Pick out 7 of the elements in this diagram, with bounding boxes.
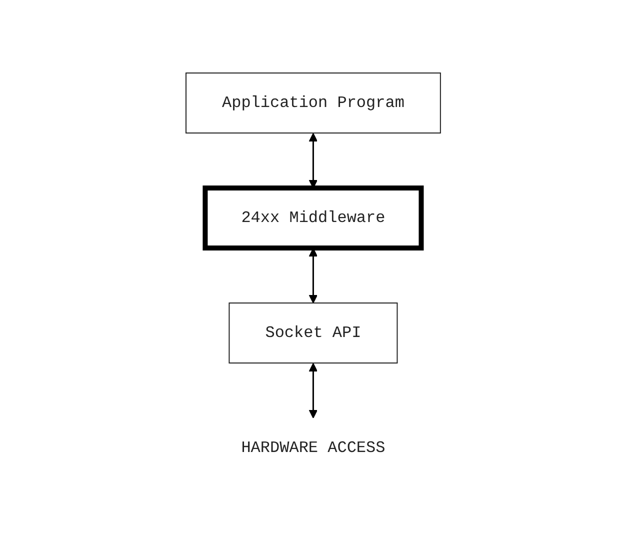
node-text: HARDWARE ACCESS <box>240 438 386 456</box>
node-box: 24xx Middleware <box>202 185 424 250</box>
node-box: Application Program <box>185 72 441 133</box>
node-box: Socket API <box>228 302 398 363</box>
arrow <box>308 248 318 303</box>
arrow <box>308 132 318 188</box>
arrow <box>308 362 318 418</box>
